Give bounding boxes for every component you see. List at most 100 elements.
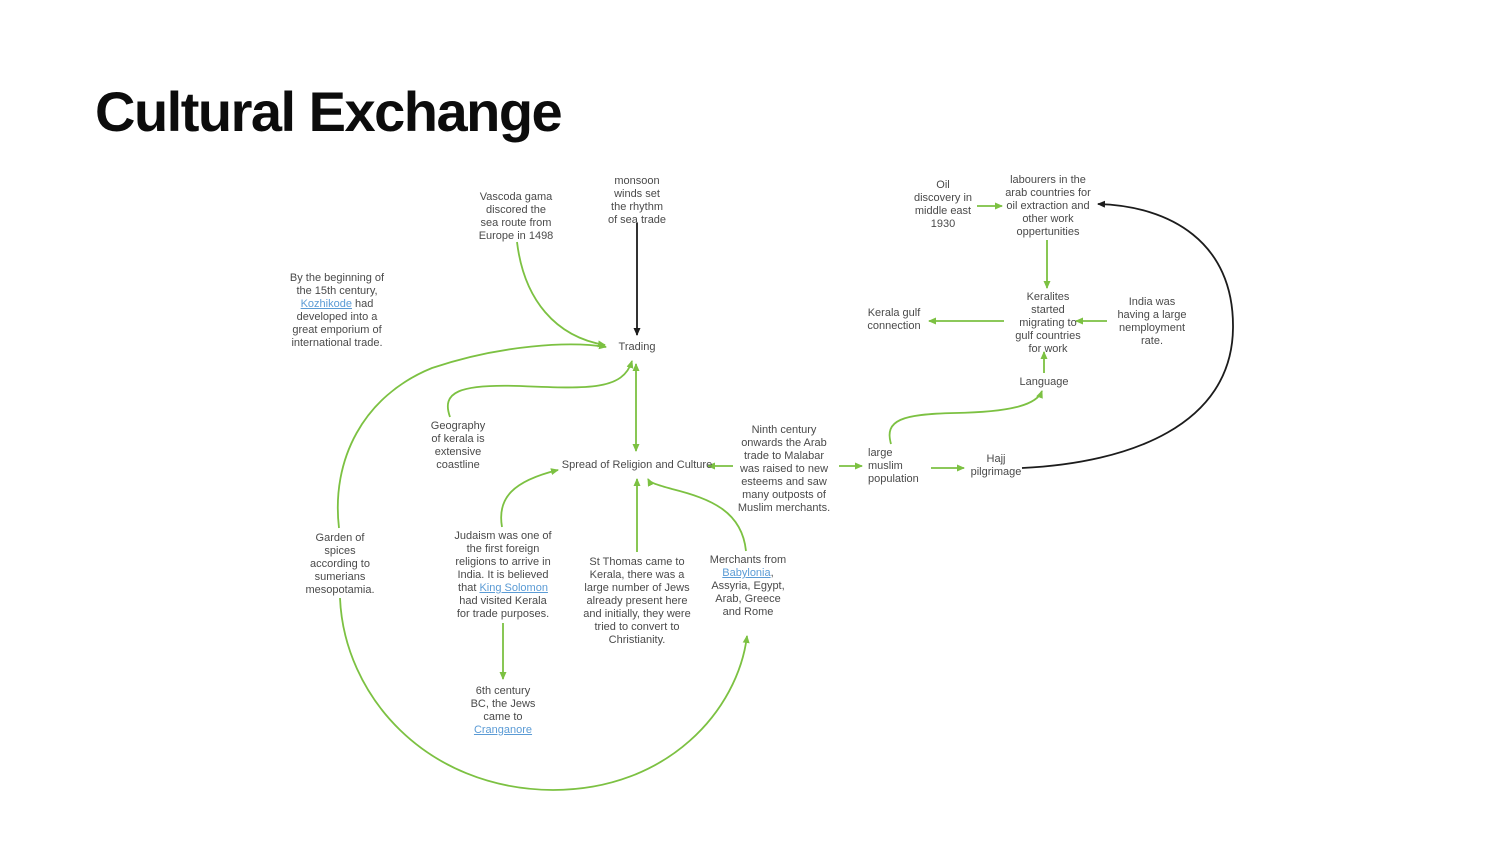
node-text-line: having a large xyxy=(1117,309,1187,321)
node-spread-religion-culture[interactable]: Spread of Religion and Culture xyxy=(552,459,722,472)
node-text-line: started xyxy=(1031,304,1065,316)
node-text-line: had visited Kerala xyxy=(459,595,547,607)
node-text-line: arab countries for xyxy=(1005,187,1091,199)
node-text-line: Judaism was one of xyxy=(454,530,552,542)
link-kozhikode[interactable]: Kozhikode xyxy=(300,298,352,310)
node-text-line: winds set xyxy=(614,188,660,200)
node-text-line: of kerala is xyxy=(431,433,485,445)
node-text-line: developed into a xyxy=(296,311,378,323)
node-text-line: tried to convert to xyxy=(594,621,680,633)
node-text-line: sumerians xyxy=(314,571,366,583)
node-text-line: India was xyxy=(1128,296,1176,308)
node-text-line: sea route from xyxy=(480,217,552,229)
node-text-line: according to xyxy=(310,558,370,570)
node-text-line: migrating to xyxy=(1019,317,1077,329)
link-king-solomon[interactable]: King Solomon xyxy=(479,582,548,594)
edge-geography-trading xyxy=(446,360,634,418)
node-text-line: spices xyxy=(324,545,356,557)
edge-garden-trading xyxy=(337,342,607,529)
node-text-line: 6th century xyxy=(475,685,531,697)
node-text-line: Kerala gulf xyxy=(867,307,921,319)
node-text-line: esteems and saw xyxy=(741,476,827,488)
node-text-line: pilgrimage xyxy=(970,466,1022,478)
node-text-line: mesopotamia. xyxy=(305,584,375,596)
node-text-line: Garden of xyxy=(315,532,365,544)
node-text-line: Hajj xyxy=(986,453,1006,465)
node-text-line: By the beginning of xyxy=(289,272,385,284)
node-text-line: monsoon xyxy=(614,175,660,187)
node-text-line: already present here xyxy=(586,595,688,607)
edge-vascoda-trading xyxy=(516,241,606,348)
node-text-line: and Rome xyxy=(722,606,774,618)
node-text-line: the first foreign xyxy=(466,543,540,555)
node-text-line: Europe in 1498 xyxy=(478,230,554,242)
node-text-line: oil extraction and xyxy=(1006,200,1090,212)
node-text-line: international trade. xyxy=(291,337,383,349)
node-text-line: that King Solomon xyxy=(458,582,548,594)
node-text-line: Trading xyxy=(618,341,656,353)
node-text-line: Kozhikode had xyxy=(300,298,374,310)
node-text-line: of sea trade xyxy=(607,214,667,226)
node-text-line: trade to Malabar xyxy=(743,450,825,462)
node-text-line: middle east xyxy=(914,205,972,217)
node-text-line: extensive xyxy=(434,446,482,458)
node-text-line: Geography xyxy=(430,420,486,432)
link-babylonia[interactable]: Babylonia xyxy=(722,567,771,579)
node-text-line: St Thomas came to xyxy=(589,556,685,568)
node-trading[interactable]: Trading xyxy=(607,341,667,354)
edge-judaism-spread xyxy=(500,468,559,528)
node-text-line: Cranganore xyxy=(465,724,541,737)
node-language[interactable]: Language xyxy=(1009,376,1079,389)
node-text-line: Arab, Greece xyxy=(715,593,781,605)
node-text-line: Spread of Religion and Culture xyxy=(561,459,713,471)
node-text-line: nemployment xyxy=(1118,322,1186,334)
node-text-line: for work xyxy=(1028,343,1068,355)
link-cranganore[interactable]: Cranganore xyxy=(473,724,533,736)
node-text-line: 1930 xyxy=(930,218,956,230)
node-text-line: many outposts of xyxy=(742,489,826,501)
node-text-line: Vascoda gama xyxy=(479,191,553,203)
node-text-line: Babylonia, xyxy=(722,567,774,579)
node-text-line: Muslim merchants. xyxy=(737,502,831,514)
node-text-line: discored the xyxy=(486,204,546,216)
node-text-line: Language xyxy=(1019,376,1069,388)
node-text-line: rate. xyxy=(1140,335,1163,347)
edge-hajj-labourers xyxy=(1021,200,1234,469)
node-text-line: and initially, they were xyxy=(583,608,691,620)
edge-merchants-spread xyxy=(647,478,747,552)
node-text-line: came to xyxy=(483,711,523,723)
node-text-line: Oil xyxy=(936,179,950,191)
node-text-line: Christianity. xyxy=(608,634,666,646)
node-text-line: Ninth century xyxy=(751,424,817,436)
node-text-line: the 15th century, xyxy=(296,285,378,297)
node-text-line: muslim xyxy=(868,460,903,472)
node-text-line: was raised to new xyxy=(739,463,829,475)
edge-garden-merchants xyxy=(339,597,750,791)
node-text-line: Merchants from xyxy=(709,554,787,566)
node-text-line: other work xyxy=(1022,213,1074,225)
node-text-line: the rhythm xyxy=(611,201,663,213)
node-text-line: Kerala, there was a xyxy=(589,569,685,581)
node-text-line: BC, the Jews xyxy=(470,698,536,710)
node-text-line: Keralites xyxy=(1026,291,1070,303)
node-text-line: religions to arrive in xyxy=(455,556,551,568)
